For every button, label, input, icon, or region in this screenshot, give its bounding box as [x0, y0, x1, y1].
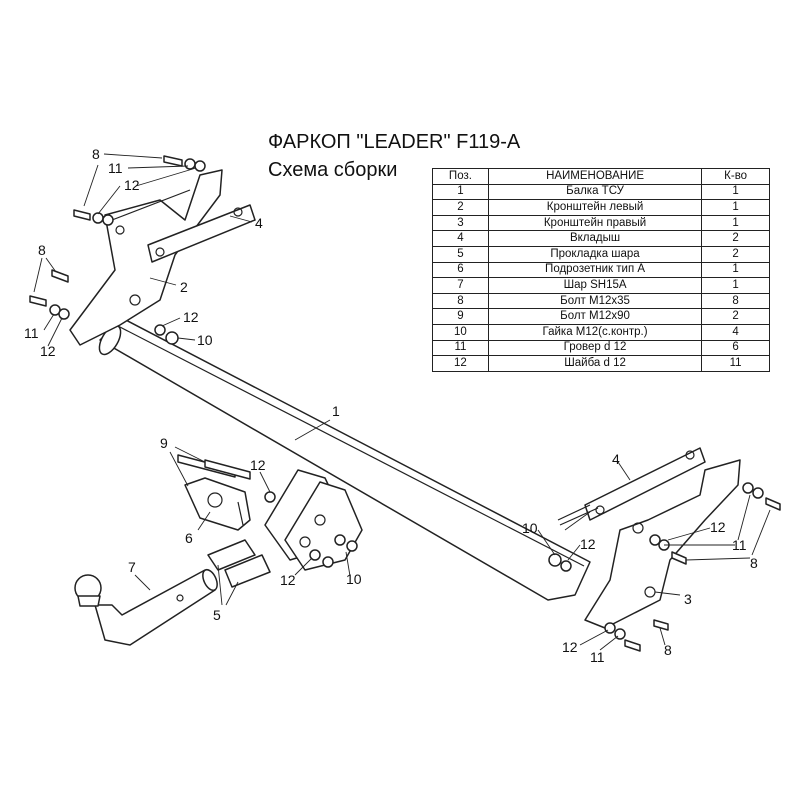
callout: 11: [108, 160, 123, 176]
cell: 1: [701, 183, 770, 201]
cell: 6: [701, 339, 770, 357]
left-fasteners: [29, 155, 206, 345]
callout: 8: [664, 642, 672, 658]
cell: 2: [701, 245, 770, 263]
cell: 2: [701, 308, 770, 325]
cell: 1: [701, 199, 770, 216]
cell: 12: [432, 355, 489, 372]
callout: 6: [185, 530, 193, 546]
cell: 2: [432, 199, 489, 216]
callout-labels: 8 11 12 4 8 2 11 12 12 10 1 9 12 6 7 5 1…: [24, 146, 758, 665]
cell: Гайка М12(с.контр.): [487, 323, 703, 341]
callout: 8: [38, 242, 46, 258]
callout: 8: [750, 555, 758, 571]
callout: 3: [684, 591, 692, 607]
cell: 11: [432, 339, 489, 357]
callout: 8: [92, 146, 100, 162]
callout: 12: [40, 343, 56, 359]
cell: 8: [701, 292, 770, 310]
table-header-row: Поз. НАИМЕНОВАНИЕ К-во: [432, 168, 770, 185]
callout: 7: [128, 559, 136, 575]
callout: 12: [250, 457, 266, 473]
cell: 1: [701, 277, 770, 294]
cell: 8: [432, 292, 489, 310]
callout: 12: [710, 519, 726, 535]
callout: 11: [590, 649, 605, 665]
right-fasteners: [548, 482, 781, 652]
callout: 12: [562, 639, 578, 655]
cell: Балка ТСУ: [487, 183, 703, 201]
callout: 4: [255, 215, 263, 231]
tow-ball: [74, 568, 218, 646]
right-insert: [559, 447, 706, 526]
callout: 2: [180, 279, 188, 295]
cell: Подрозетник тип А: [487, 261, 703, 279]
cell: Кронштейн левый: [487, 199, 703, 216]
leader-lines: [33, 153, 771, 651]
callout: 10: [522, 520, 538, 536]
cell: 1: [701, 261, 770, 279]
cell: Прокладка шара: [487, 245, 703, 263]
cell: Гровер d 12: [487, 339, 703, 357]
cell: Шайба d 12: [487, 355, 703, 372]
column-header: НАИМЕНОВАНИЕ: [487, 168, 703, 185]
drawing-title: ФАРКОП "LEADER" F119-A: [268, 131, 521, 153]
cell: 10: [432, 323, 489, 341]
cell: 9: [432, 308, 489, 325]
cell: 1: [432, 183, 489, 201]
left-insert: [147, 204, 256, 263]
cell: 1: [701, 214, 770, 232]
callout: 4: [612, 451, 620, 467]
drawing-subtitle: Схема сборки: [268, 159, 398, 181]
cell: 2: [701, 230, 770, 247]
callout: 10: [346, 571, 362, 587]
column-header: Поз.: [432, 168, 489, 185]
callout: 11: [24, 325, 39, 341]
cell: Вкладыш: [487, 230, 703, 247]
cell: 6: [432, 261, 489, 279]
callout: 10: [197, 332, 213, 348]
column-header: К-во: [701, 168, 770, 185]
cell: 11: [701, 355, 770, 372]
cell: Болт М12х90: [487, 308, 703, 325]
ball-shims: [207, 539, 271, 588]
socket-plate: [177, 454, 251, 531]
callout: 5: [213, 607, 221, 623]
left-bracket: [69, 169, 223, 346]
center-plates: [264, 469, 363, 571]
cell: Кронштейн правый: [487, 214, 703, 232]
callout: 1: [332, 403, 340, 419]
cell: 4: [432, 230, 489, 247]
cell: Шар SH15A: [487, 277, 703, 294]
cell: 3: [432, 214, 489, 232]
callout: 12: [580, 536, 596, 552]
cell: 7: [432, 277, 489, 294]
callout: 11: [732, 537, 747, 553]
cell: 5: [432, 245, 489, 263]
cell: 4: [701, 323, 770, 341]
callout: 12: [280, 572, 296, 588]
callout: 12: [183, 309, 199, 325]
callout: 9: [160, 435, 168, 451]
cell: Болт М12х35: [487, 292, 703, 310]
callout: 12: [124, 177, 140, 193]
